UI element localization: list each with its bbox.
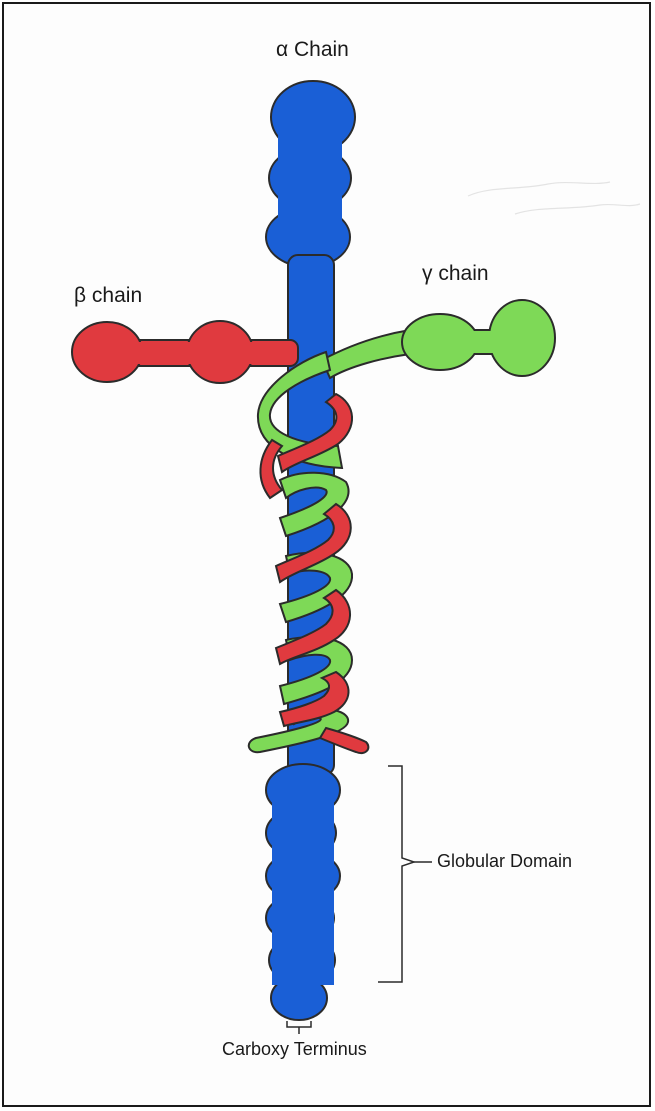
- carboxy-terminus-label: Carboxy Terminus: [222, 1039, 367, 1060]
- beta-chain-arm: [72, 321, 298, 383]
- beta-chain-label: β chain: [74, 284, 142, 308]
- beta-coil-2: [260, 440, 282, 498]
- alpha-chain-label: α Chain: [276, 38, 349, 62]
- faint-scribble: [468, 182, 640, 214]
- globular-domain-label: Globular Domain: [437, 851, 572, 872]
- gamma-chain-arm: [322, 300, 555, 378]
- globular-domain-bracket: [378, 766, 414, 982]
- carboxy-terminus-bracket: [287, 1021, 311, 1034]
- gamma-chain-label: γ chain: [422, 262, 489, 286]
